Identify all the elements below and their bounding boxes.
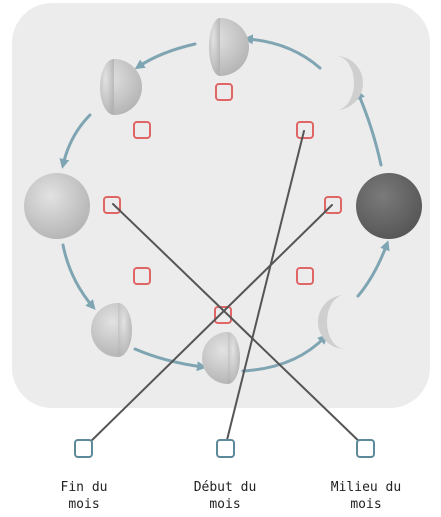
drop-zone[interactable] [214,306,232,324]
connector-line [83,204,333,449]
full-moon-icon [24,173,90,239]
label-end: Fin du mois [29,479,139,513]
first-quarter-moon-icon [209,18,249,76]
label-middle: Milieu du mois [311,479,421,513]
cycle-arrows [59,34,390,373]
label-middle-line2: mois [350,497,382,512]
arrow-icon [243,34,322,70]
connector-line [224,130,305,449]
last-quarter-moon-icon [202,332,240,384]
label-start: Début du mois [170,479,280,513]
answer-box-end[interactable] [74,439,93,458]
new-moon-icon [356,173,422,239]
waning-crescent-moon-icon [318,295,345,349]
label-end-line2: mois [68,497,100,512]
waxing-crescent-moon-icon [336,56,363,110]
label-middle-line1: Milieu du [330,480,402,495]
answer-boxes [74,439,375,458]
drop-zone[interactable] [133,267,151,285]
waning-gibbous-moon-icon [91,303,132,357]
drop-zone[interactable] [324,196,342,214]
connector-lines [83,130,367,449]
waxing-gibbous-moon-icon [100,59,142,115]
arrow-icon [134,42,197,70]
connector-line [112,203,367,449]
arrow-icon [59,113,92,169]
drop-zone[interactable] [215,83,233,101]
drop-zone[interactable] [103,196,121,214]
answer-box-middle[interactable] [356,439,375,458]
arrow-icon [61,243,96,311]
drop-zone[interactable] [296,267,314,285]
label-start-line2: mois [209,497,241,512]
drop-zone[interactable] [296,121,314,139]
arrow-icon [241,334,328,373]
arrow-icon [355,89,383,167]
arrow-icon [356,240,390,298]
answer-box-start[interactable] [216,439,235,458]
drop-zone[interactable] [133,121,151,139]
label-end-line1: Fin du [60,480,108,495]
label-start-line1: Début du [193,480,257,495]
drop-zones [103,83,342,324]
arrow-icon [133,347,207,372]
